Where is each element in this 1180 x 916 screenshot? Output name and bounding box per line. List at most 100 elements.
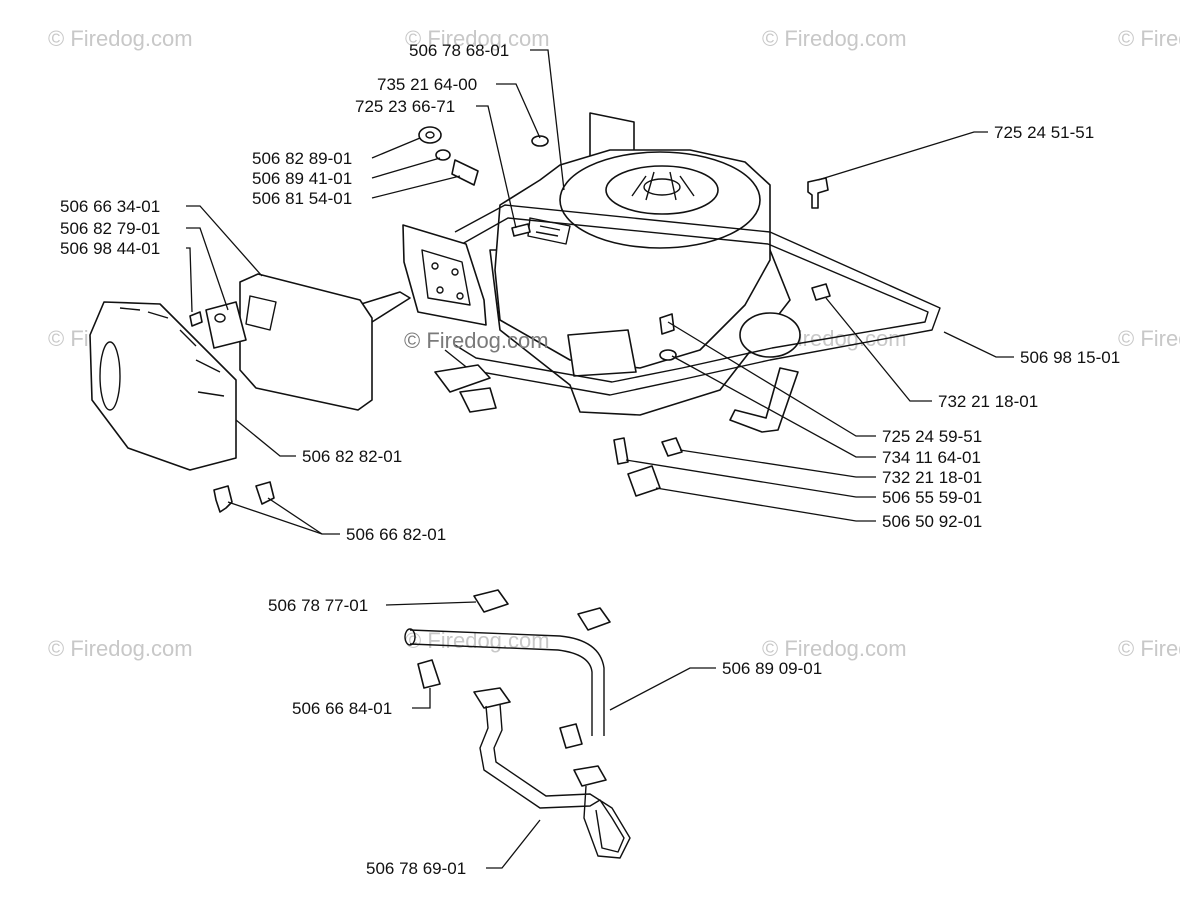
part-number-label: 725 24 59-51 — [882, 427, 982, 446]
watermark-text: © Firedog.com — [762, 636, 907, 661]
leader-line — [825, 297, 932, 402]
mount-lug — [459, 387, 497, 413]
screw-725236671 — [511, 223, 531, 237]
gasket-port — [214, 313, 226, 323]
part-number-label: 735 21 64-00 — [377, 75, 477, 94]
leader-line — [609, 667, 716, 711]
washer-735216400 — [531, 135, 549, 147]
part-number-label: 725 24 51-51 — [994, 123, 1094, 142]
tube-506890901 — [409, 629, 605, 736]
clamp-506668401-b — [559, 723, 583, 749]
leader-line — [817, 131, 988, 181]
leader-line — [267, 497, 323, 535]
part-number-label: 734 11 64-01 — [882, 448, 981, 467]
leader-line — [655, 487, 876, 522]
part-number-label: 725 23 66-71 — [355, 97, 455, 116]
leader-line — [671, 355, 876, 458]
watermark-center: © Firedog.com — [404, 328, 549, 353]
muffler-plate — [245, 295, 277, 331]
exhaust-flange-plate — [402, 224, 487, 326]
air-intake-hub — [643, 178, 681, 196]
leader-line — [235, 419, 296, 457]
watermark-text: © Firedog.com — [1118, 326, 1180, 351]
part-number-label: 506 78 68-01 — [409, 41, 509, 60]
muffler-assembly — [89, 273, 373, 513]
valve-cover — [567, 329, 637, 377]
tube-506890901-wall — [409, 643, 593, 736]
screw-506668201-a — [213, 485, 233, 513]
pin-506555901 — [613, 437, 629, 465]
watermark-text: © Firedog.com — [762, 26, 907, 51]
part-number-label: 506 89 41-01 — [252, 169, 352, 188]
flange-hole — [436, 286, 444, 294]
part-number-label: 506 82 82-01 — [302, 447, 402, 466]
flange-hole — [431, 262, 439, 270]
part-number-label: 506 89 09-01 — [722, 659, 822, 678]
part-number-label: 506 66 82-01 — [346, 525, 446, 544]
leader-line — [371, 157, 441, 179]
leader-line — [371, 175, 461, 199]
watermark-text: © Firedog.com — [1118, 26, 1180, 51]
part-number-label: 506 82 89-01 — [252, 149, 352, 168]
tube-506786901 — [479, 705, 625, 853]
part-number-label: 506 78 69-01 — [366, 859, 466, 878]
washer-506828901 — [418, 126, 442, 144]
part-number-label: 732 21 18-01 — [882, 468, 982, 487]
muffler-506663401 — [239, 273, 373, 411]
leader-line — [186, 205, 263, 277]
flange-hole — [456, 292, 464, 300]
nut-732211801 — [811, 283, 831, 301]
heat-shield-slot — [99, 341, 121, 411]
part-number-label: 506 98 15-01 — [1020, 348, 1120, 367]
leader-line — [530, 49, 565, 191]
frame-leg-right — [729, 367, 799, 433]
part-number-label: 732 21 18-01 — [938, 392, 1038, 411]
lower-fasteners — [613, 437, 683, 497]
leader-line — [186, 227, 229, 311]
leader-line — [486, 819, 541, 869]
mount-bracket-front — [434, 364, 491, 393]
oil-drain-assembly — [404, 589, 631, 859]
part-number-label: 506 81 54-01 — [252, 189, 352, 208]
leader-line — [667, 321, 876, 437]
part-number-label: 506 78 77-01 — [268, 596, 368, 615]
tube-end — [404, 628, 416, 646]
gasket-506787701-b — [577, 607, 611, 631]
part-number-label: 506 50 92-01 — [882, 512, 982, 531]
spacer-506509201 — [627, 465, 661, 497]
callout-labels: 506 78 68-01 735 21 64-00 725 23 66-71 5… — [60, 41, 1120, 878]
gasket-506787701 — [473, 589, 509, 613]
upper-fasteners — [418, 126, 831, 361]
part-number-label: 506 82 79-01 — [60, 219, 160, 238]
engine-frame-rail — [444, 204, 941, 396]
leader-line — [371, 137, 421, 159]
watermark-text: © Firedog.com — [1118, 636, 1180, 661]
spacer-506815401 — [451, 159, 479, 186]
leader-lines — [186, 49, 1014, 869]
flange-506786901-mid — [573, 765, 607, 787]
leader-line — [496, 83, 541, 139]
watermark-text: © Firedog.com — [48, 636, 193, 661]
flange-hole — [451, 268, 459, 276]
flange-506786901-top — [473, 687, 511, 709]
exhaust-flange-inner — [421, 249, 471, 306]
heat-shield-vents — [119, 307, 225, 397]
leader-line — [412, 688, 431, 709]
bolt-725245951 — [659, 313, 675, 335]
leader-line — [679, 449, 876, 478]
part-number-label: 506 98 44-01 — [60, 239, 160, 258]
leader-line — [385, 601, 477, 606]
heat-shield-506828201 — [89, 301, 237, 471]
washer-734116401 — [659, 349, 677, 361]
screw-506984401 — [189, 311, 203, 327]
oil-filter — [739, 312, 801, 358]
engine-assembly — [357, 112, 941, 433]
clamp-506668401 — [417, 659, 441, 689]
watermark-text: © Firedog.com — [48, 26, 193, 51]
air-intake-cover — [605, 165, 719, 215]
nut-732211801-lower — [661, 437, 683, 457]
leader-line — [943, 331, 1014, 358]
part-number-label: 506 66 34-01 — [60, 197, 160, 216]
leader-line — [227, 501, 340, 535]
